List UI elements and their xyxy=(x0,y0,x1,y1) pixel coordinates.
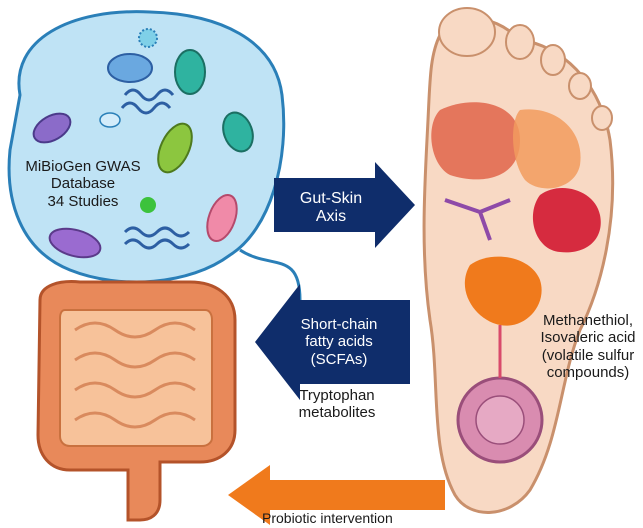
database-line1: MiBioGen GWAS xyxy=(8,158,158,175)
gut-skin-line2: Axis xyxy=(296,208,366,226)
tryptophan-line1: Tryptophan xyxy=(272,387,402,404)
lesion-heel-inner xyxy=(476,396,524,444)
gut-skin-line1: Gut-Skin xyxy=(296,190,366,208)
foot-illustration xyxy=(424,8,613,512)
database-line2: Database xyxy=(8,175,158,192)
volatile-line1: Methanethiol, xyxy=(533,312,643,329)
volatile-line3: (volatile sulfur xyxy=(533,347,643,364)
bacterium-blue xyxy=(108,54,152,82)
scfa-line1: Short-chain xyxy=(284,316,394,333)
virus-icon xyxy=(139,29,157,47)
microbiome-bubble xyxy=(9,12,300,300)
database-line3: 34 Studies xyxy=(8,193,158,210)
intestine-illustration xyxy=(38,282,235,520)
volatile-line4: compounds) xyxy=(533,364,643,381)
toe-3 xyxy=(541,45,565,75)
database-label: MiBioGen GWAS Database 34 Studies xyxy=(8,158,158,210)
connector-line xyxy=(240,250,300,300)
lesion-red xyxy=(431,102,520,179)
gut-skin-axis-label: Gut-Skin Axis xyxy=(296,190,366,227)
toe-4 xyxy=(569,73,591,99)
toe-5 xyxy=(592,106,612,130)
probiotic-label: Probiotic intervention xyxy=(262,510,452,526)
scfa-line3: (SCFAs) xyxy=(284,351,394,368)
bacterium-teal xyxy=(175,50,205,94)
scfa-label: Short-chain fatty acids (SCFAs) xyxy=(284,316,394,368)
volatile-line2: Isovaleric acid xyxy=(533,329,643,346)
volatile-compounds-label: Methanethiol, Isovaleric acid (volatile … xyxy=(533,312,643,381)
toe-big xyxy=(439,8,495,56)
tryptophan-label: Tryptophan metabolites xyxy=(272,387,402,422)
scfa-line2: fatty acids xyxy=(284,333,394,350)
toe-2 xyxy=(506,25,534,59)
bacterium-cell xyxy=(100,113,120,127)
tryptophan-line2: metabolites xyxy=(272,404,402,421)
